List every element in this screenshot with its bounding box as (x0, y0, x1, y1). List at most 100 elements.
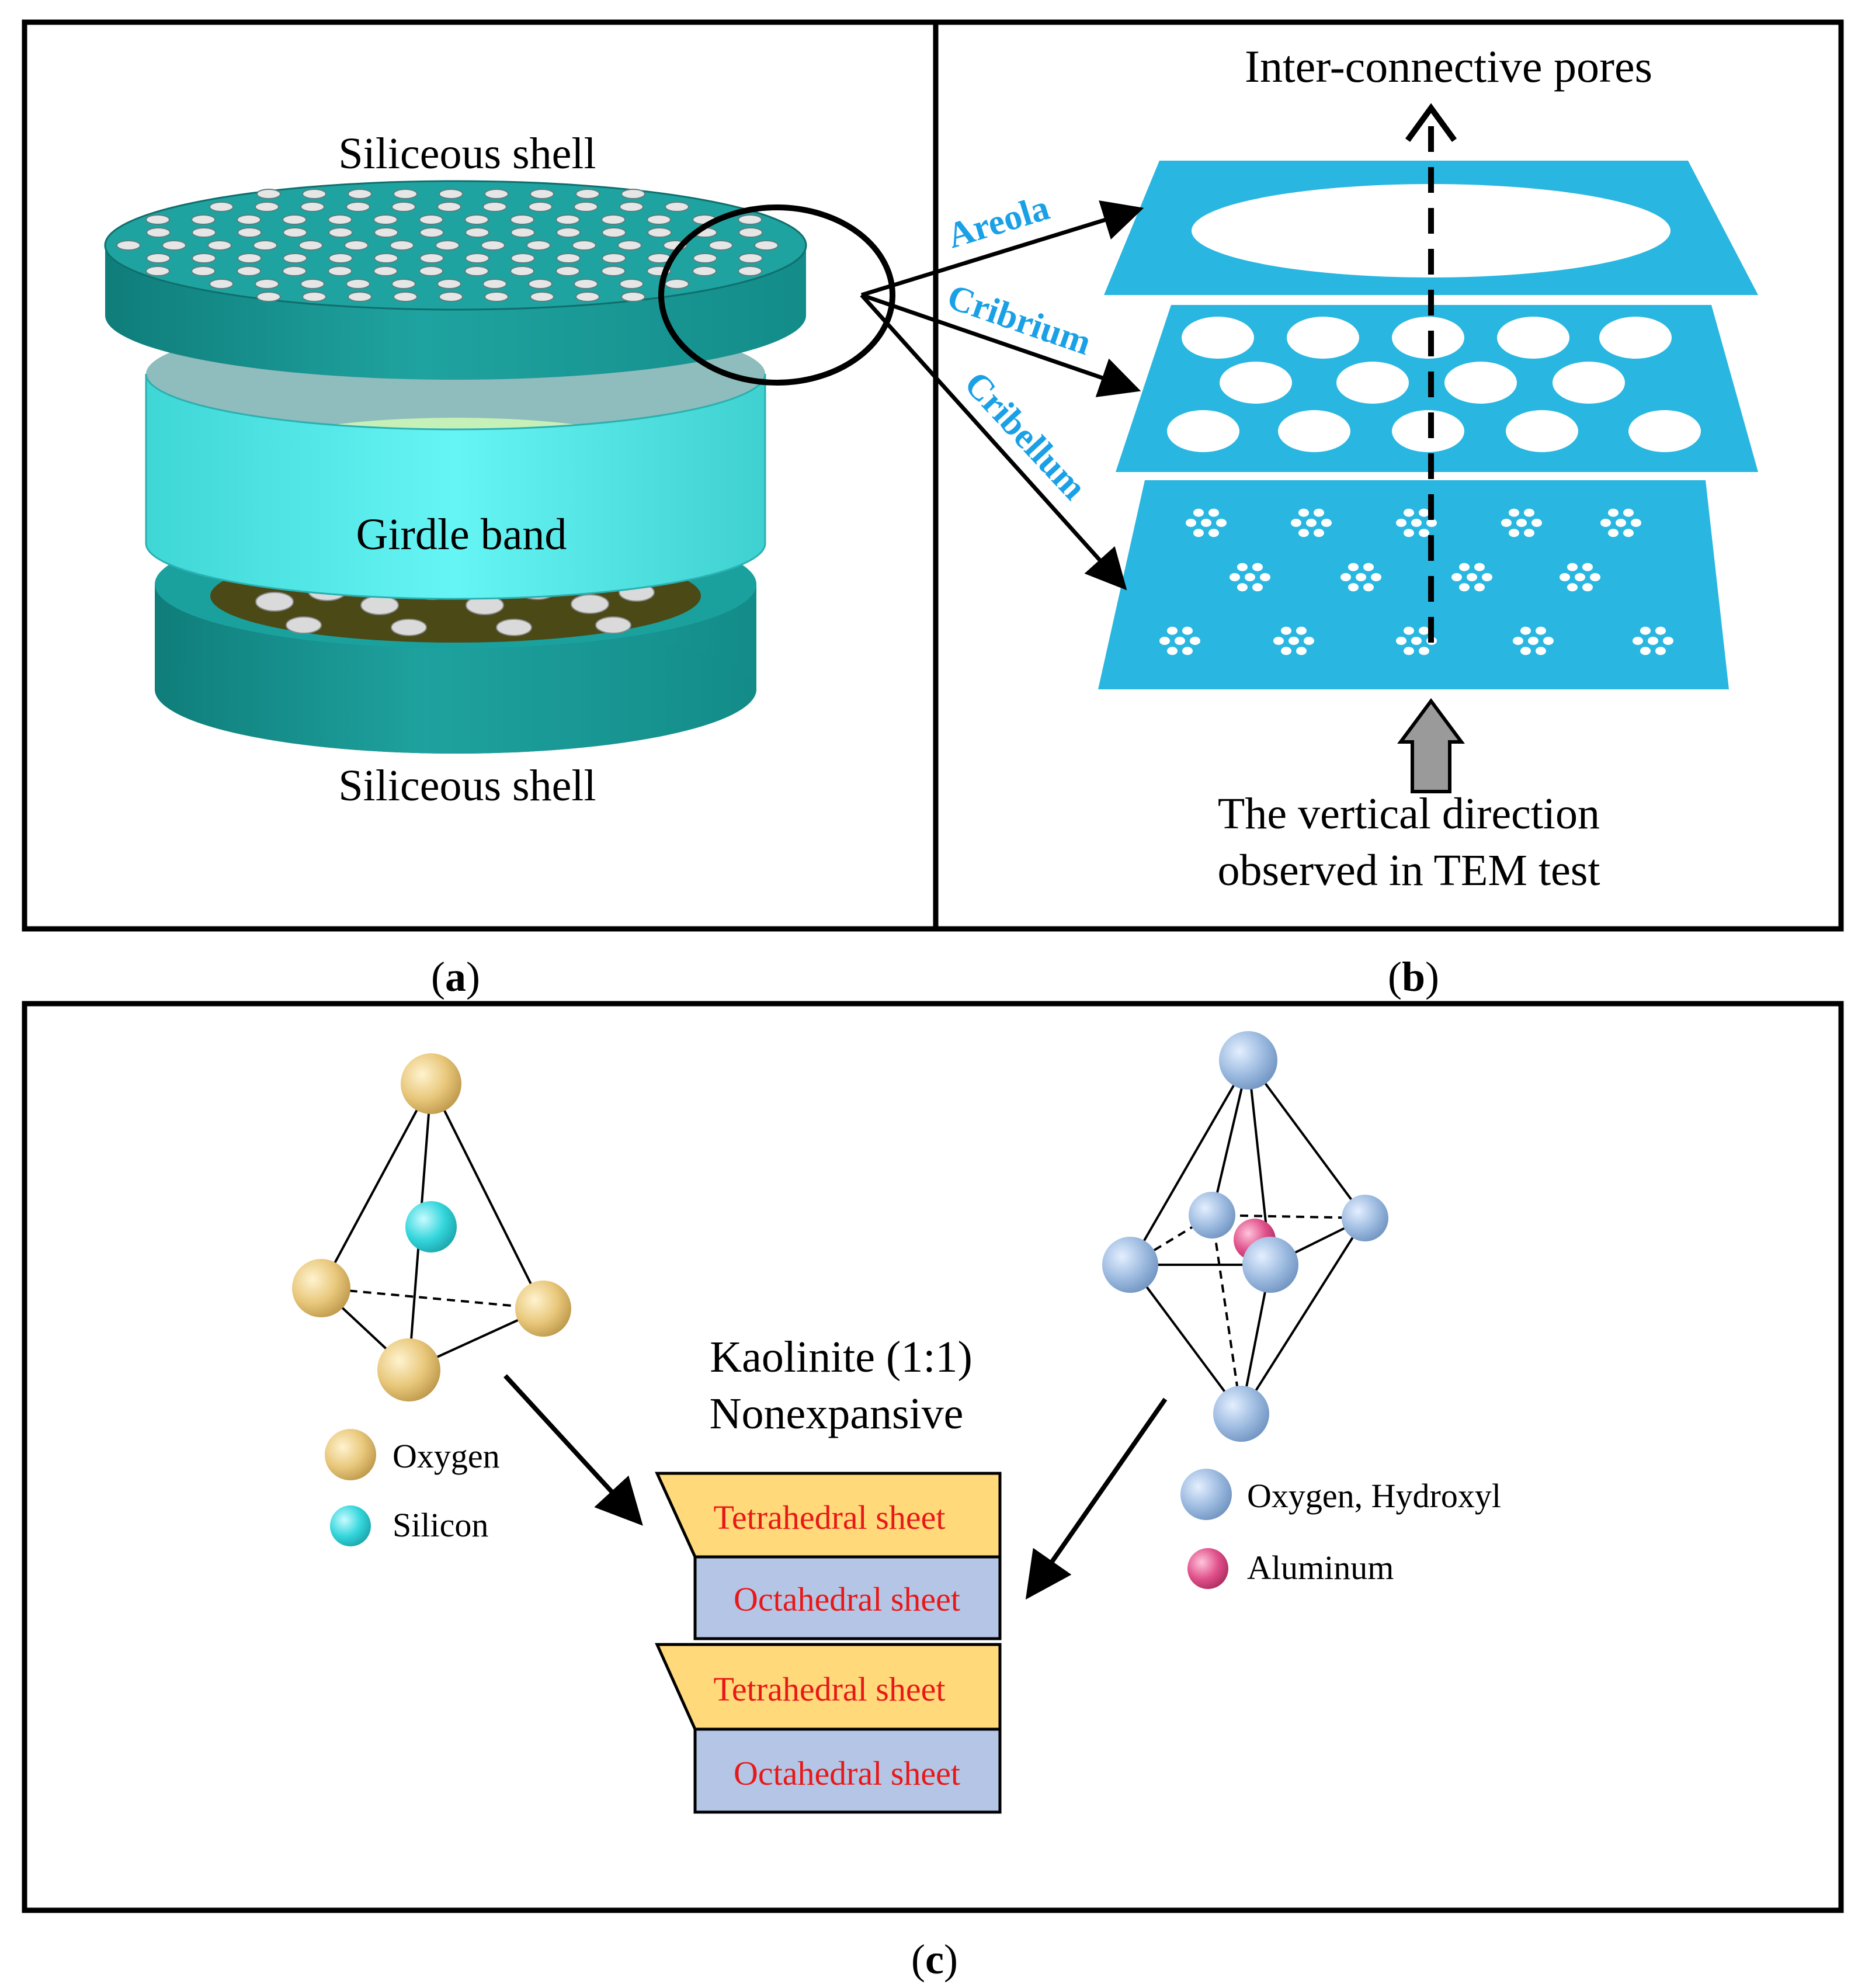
shell-pore (482, 279, 507, 289)
shell-pore (484, 292, 509, 302)
cribellum-hole (1273, 637, 1284, 645)
octa-oxygen-back-right (1342, 1195, 1388, 1241)
shell-pore (393, 189, 418, 199)
cribellum-hole (1520, 647, 1531, 655)
shell-pore (709, 240, 733, 251)
tem-direction-arrow (1397, 698, 1465, 793)
cribellum-hole (1230, 573, 1240, 581)
svg-text:(a): (a) (431, 953, 480, 1000)
cribellum-hole (1623, 508, 1634, 517)
tetra-oxygen-left (292, 1259, 350, 1317)
cribellum-hole (1451, 573, 1462, 581)
shell-pore (298, 240, 323, 251)
cribrium-pore (1220, 362, 1292, 404)
shell-pore (464, 214, 489, 225)
cribellum-hole (1459, 583, 1470, 592)
shell-pore (465, 227, 490, 238)
shell-pore (283, 227, 308, 238)
shell-pore (602, 253, 627, 263)
cribellum-hole (1193, 508, 1204, 517)
cribrium-pore (1287, 317, 1359, 359)
cribellum-hole (1298, 529, 1309, 537)
shell-pore (738, 214, 763, 225)
octa-oxygen-bottom (1213, 1386, 1269, 1442)
cribrium-pore (1444, 362, 1517, 404)
panel-c: Oxygen Silicon Oxygen, Hydroxyl (22, 1001, 1844, 1913)
tetrahedral-sheet-2-label: Tetrahedral sheet (714, 1670, 946, 1708)
shell-pore (619, 202, 644, 212)
cribellum-layer (1098, 480, 1729, 689)
cribellum-hole (1291, 519, 1301, 527)
shell-pore (237, 227, 262, 238)
cribellum-hole (1237, 563, 1248, 571)
shell-pore (282, 266, 307, 276)
cribellum-hole (1260, 573, 1270, 581)
cribellum-hole (1252, 583, 1263, 592)
shell-pore (574, 202, 598, 212)
cribellum-hole (1404, 529, 1414, 537)
cribellum-hole (1175, 637, 1185, 645)
octahedral-sheet-1 (693, 1555, 1002, 1640)
cribellum-hole (1474, 563, 1485, 571)
cribellum-hole (1419, 647, 1429, 655)
shell-pore (390, 240, 414, 251)
shell-pore (237, 266, 262, 276)
cribellum-hole (1371, 573, 1381, 581)
oxygen-legend-swatch (325, 1429, 376, 1480)
shell-pore (282, 214, 307, 225)
silicon-legend-label: Silicon (393, 1506, 488, 1544)
shell-pore (528, 202, 553, 212)
areola-arrow (860, 200, 1144, 297)
shell-pore (738, 266, 763, 276)
cribellum-hole (1623, 529, 1634, 537)
shell-pore (145, 214, 171, 225)
tetrahedral-sheet-1-label: Tetrahedral sheet (714, 1498, 946, 1536)
shell-pore (419, 266, 444, 276)
cribellum-hole (1608, 529, 1619, 537)
shell-pore (530, 292, 554, 302)
cribellum-hole (1501, 519, 1512, 527)
shell-pore (419, 227, 444, 238)
cribrium-pore (1278, 410, 1350, 452)
shell-pore (237, 253, 262, 263)
cribrium-pore (1167, 410, 1239, 452)
shell-pore (209, 202, 234, 212)
cribellum-hole (1419, 529, 1429, 537)
shell-pore (328, 253, 353, 263)
cribellum-hole (1600, 519, 1611, 527)
cribellum-hole (1655, 626, 1666, 635)
tem-label-line2: observed in TEM test (1217, 846, 1600, 895)
cribrium-pore (1599, 317, 1672, 359)
shell-pore (373, 266, 398, 276)
octa-to-sheet-arrow (1025, 1397, 1168, 1600)
cribellum-hole (1201, 519, 1211, 527)
shell-pore (619, 279, 644, 289)
cribellum-hole (1404, 626, 1414, 635)
cribellum-label: Cribellum (957, 364, 1094, 507)
cribellum-hole (1363, 563, 1374, 571)
cribrium-pores (1167, 317, 1701, 452)
shell-pore (621, 189, 645, 199)
cribellum-hole (1216, 519, 1227, 527)
shell-pore (344, 240, 369, 251)
shell-pore (484, 189, 509, 199)
cribellum-hole (1516, 519, 1527, 527)
cribellum-hole (1543, 637, 1554, 645)
cribellum-hole (1296, 626, 1307, 635)
shell-pore (602, 227, 627, 238)
cribellum-hole (1190, 637, 1200, 645)
shell-pore (601, 266, 626, 276)
shell-pore (328, 214, 353, 225)
cribellum-hole (1314, 529, 1324, 537)
svg-text:(c): (c) (911, 1936, 958, 1983)
cribellum-hole (1590, 573, 1600, 581)
octahedral-sheet-2-label: Octahedral sheet (734, 1754, 960, 1792)
shell-pore (373, 214, 398, 225)
cribellum-hole (1167, 626, 1178, 635)
caption-a: (a) (431, 953, 480, 1000)
cribrium-pore (1553, 362, 1625, 404)
cribellum-hole (1509, 508, 1519, 517)
shell-pore (419, 253, 444, 263)
octahedral-sheet-1-label: Octahedral sheet (734, 1580, 960, 1618)
silicon-legend-swatch (330, 1505, 371, 1546)
